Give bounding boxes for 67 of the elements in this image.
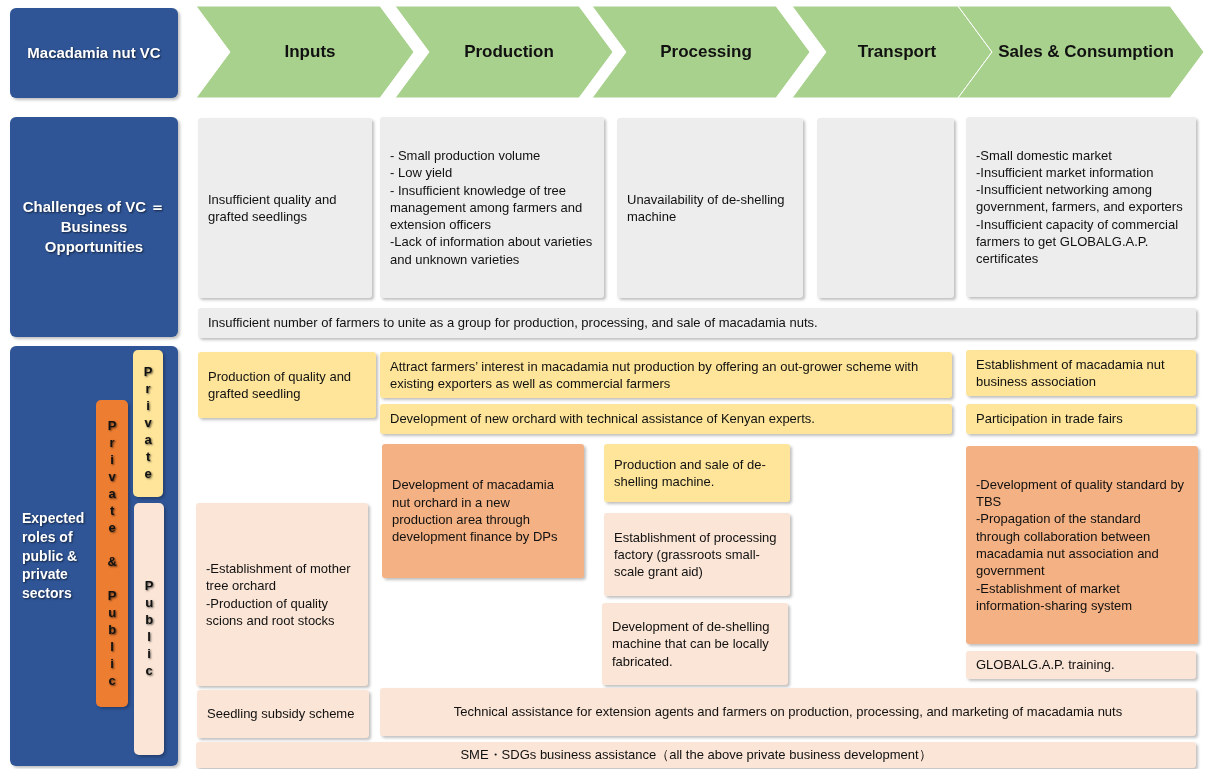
role-text: SME・SDGs business assistance（all the above private business development） — [460, 746, 932, 764]
role-card — [604, 444, 790, 502]
challenge-card — [817, 118, 954, 298]
role-text: -Development of quality standard by TBS — [976, 475, 1186, 511]
role-text: Development of de-shelling machine that can be locally fabricated. — [612, 618, 771, 670]
challenge-text: - Small production volume — [390, 147, 541, 165]
challenge-text: -Insufficient networking among government, farmers, and exporters — [976, 181, 1184, 216]
role-text: -Propagation of the standard through collaboration between macadamia nut association and government — [976, 510, 1160, 580]
role-card — [382, 444, 584, 578]
challenge-text: -Insufficient capacity of commercial farmers to get GLOBALG.A.P. certificates — [976, 215, 1180, 268]
role-card — [966, 404, 1196, 434]
role-card — [196, 742, 1196, 768]
role-text: Production of quality and grafted seedling — [208, 367, 353, 403]
role-text: Establishment of macadamia nut business association — [976, 355, 1166, 391]
role-text: Development of macadamia nut orchard in a new production area through development finance by DPs — [392, 476, 559, 546]
role-card — [602, 603, 788, 685]
challenge-text: - Low yield — [390, 164, 453, 182]
sector-band — [96, 400, 128, 707]
row-header-panel — [10, 8, 178, 98]
sector-label: Private — [139, 364, 157, 483]
role-card — [380, 688, 1196, 736]
role-card — [196, 503, 368, 686]
role-text: -Establishment of market information-sharing system — [976, 579, 1134, 615]
challenge-text: -Small domestic market — [976, 146, 1112, 164]
role-card — [966, 446, 1198, 644]
role-card — [966, 350, 1196, 396]
role-text: Seedling subsidy scheme — [207, 705, 355, 723]
stage-label: Inputs — [283, 40, 336, 63]
role-card — [197, 690, 369, 738]
row-header-panel — [10, 117, 178, 337]
role-card — [198, 352, 376, 418]
challenge-text: -Insufficient market information — [976, 163, 1154, 182]
stage-label: Processing — [659, 40, 752, 63]
row-heading: Expected roles of public & private sectors — [22, 509, 86, 603]
challenge-card — [198, 118, 372, 298]
challenge-card — [380, 117, 604, 298]
role-card — [380, 352, 952, 398]
challenge-text: Insufficient number of farmers to unite as a group for production, processing, and sale of macadamia nuts. — [208, 314, 818, 332]
role-text: -Production of quality scions and root stocks — [206, 594, 336, 630]
sector-band — [133, 350, 163, 497]
role-text: Technical assistance for extension agents and farmers on production, processing, and marketing of macadamia nuts — [453, 703, 1123, 721]
sector-label: Public — [140, 578, 158, 680]
sector-band — [134, 503, 164, 755]
role-card — [966, 651, 1196, 679]
row-heading: Challenges of VC ＝Business Opportunities — [21, 197, 167, 257]
role-card — [604, 513, 790, 596]
row-heading: Macadamia nut VC — [27, 43, 161, 63]
challenge-card — [617, 118, 803, 298]
role-text: Participation in trade fairs — [976, 410, 1123, 428]
sector-label: Private & Public — [103, 417, 121, 690]
challenge-card — [198, 308, 1196, 338]
role-text: Establishment of processing factory (grassroots small-scale grant aid) — [614, 528, 778, 581]
role-text: GLOBALG.A.P. training. — [976, 656, 1115, 674]
challenge-text: Insufficient quality and grafted seedlings — [208, 190, 338, 226]
role-text: -Establishment of mother tree orchard — [206, 559, 352, 595]
challenge-text: Unavailability of de-shelling machine — [627, 190, 786, 226]
challenge-text: - Insufficient knowledge of tree management among farmers and extension officers — [390, 181, 584, 234]
row-header-panel — [10, 346, 178, 766]
role-text: Production and sale of de-shelling machine. — [614, 455, 767, 491]
challenge-text: -Lack of information about varieties and unknown varieties — [390, 233, 594, 268]
stage-label: Sales & Consumption — [997, 40, 1174, 63]
role-card — [380, 404, 952, 434]
role-text: Development of new orchard with technical assistance of Kenyan experts. — [390, 410, 815, 428]
challenge-card — [966, 117, 1196, 297]
stage-label: Transport — [856, 40, 937, 63]
stage-label: Production — [463, 40, 554, 63]
role-text: Attract farmers’ interest in macadamia nut production by offering an out-grower scheme with existing exporters as well as commercial farmers — [390, 357, 920, 393]
